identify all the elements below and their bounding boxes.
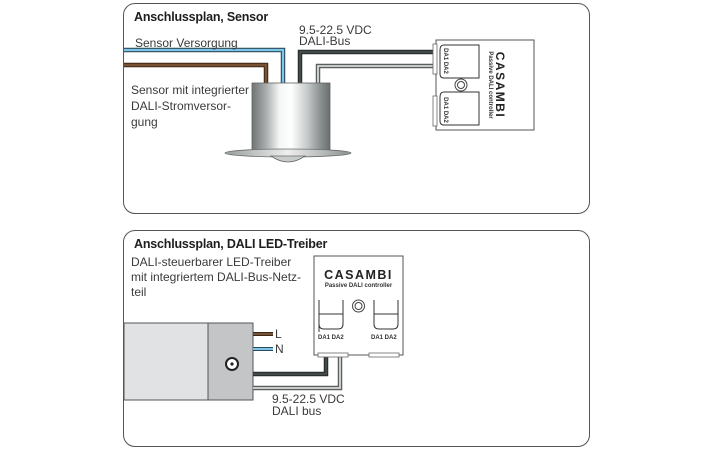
- label-voltage-top: 9.5-22.5 VDC: [299, 23, 372, 37]
- led-driver: [123, 322, 254, 401]
- label-N: N: [275, 342, 284, 356]
- wire-dali-bus-grey: [315, 63, 436, 84]
- label-driver-desc-3: teil: [131, 285, 147, 299]
- wire-brown: [124, 62, 269, 84]
- label-sensor-desc-3: gung: [131, 115, 158, 129]
- controller-label-group: CASAMBI Passive DALI controller: [487, 51, 507, 118]
- wire-dali-bus-dark: [297, 49, 436, 84]
- label-driver-desc-1: DALI-steuerbarer LED-Treiber: [131, 255, 292, 269]
- label-dali-bus-bottom: DALI bus: [272, 404, 322, 418]
- casambi-controller-bottom: [313, 255, 404, 358]
- wire-dali-bus-dark: [253, 357, 329, 377]
- wire-dali-bus-grey: [253, 357, 343, 391]
- label-sensor-desc-1: Sensor mit integrierter: [131, 83, 250, 97]
- port-label: DA1 DA2: [318, 335, 344, 341]
- port-label: DA1 DA2: [442, 97, 448, 123]
- screw-terminal-icon: [225, 357, 239, 371]
- label-sensor-supply: Sensor Versorgung: [135, 36, 238, 50]
- casambi-brand: CASAMBI: [324, 268, 393, 282]
- casambi-brand: CASAMBI: [493, 51, 507, 119]
- port-label: DA1 DA2: [371, 335, 397, 341]
- controller-subtitle: Passive DALI controller: [324, 283, 393, 289]
- port-label: DA1 DA2: [442, 48, 448, 74]
- casambi-controller-top: [432, 39, 535, 131]
- label-sensor-desc-2: DALI-Stromversor-: [131, 99, 232, 113]
- panel-title: Anschlussplan, Sensor: [134, 10, 269, 24]
- label-L: L: [275, 327, 282, 341]
- sensor-device: [224, 82, 352, 163]
- panel-title: Anschlussplan, DALI LED-Treiber: [134, 237, 328, 251]
- label-voltage-bottom: 9.5-22.5 VDC: [272, 392, 345, 406]
- controller-subtitle: Passive DALI controller: [487, 51, 493, 119]
- label-driver-desc-2: mit integriertem DALI-Bus-Netz-: [131, 270, 302, 284]
- wire-sensor-supply-blue: [124, 47, 286, 84]
- label-dali-bus-top: DALI-Bus: [299, 34, 351, 48]
